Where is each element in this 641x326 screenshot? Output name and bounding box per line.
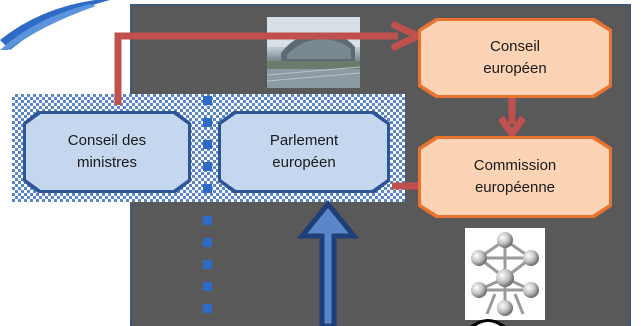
node-conseil-des-ministres: Conseil des ministres [23,111,191,193]
node-commission-line2: européenne [474,179,556,196]
node-conseil-europeen: Conseil européen [418,18,612,98]
node-parlement-line2: européen [272,154,336,171]
atomium-icon [465,228,545,320]
node-commission-line1: Commission [473,157,557,174]
dotted-separator [203,96,212,313]
circle-fragment [470,319,506,326]
node-commission-europeenne: Commission européenne [418,136,612,218]
node-conseil-des-ministres-line2: ministres [76,154,137,171]
node-conseil-europeen-line2: européen [483,60,547,77]
node-conseil-europeen-line1: Conseil [489,38,541,55]
node-parlement-line1: Parlement [269,132,339,149]
node-conseil-des-ministres-line1: Conseil des [67,132,147,149]
european-parliament-photo [267,17,360,88]
node-parlement-europeen: Parlement européen [218,111,390,193]
swoosh-decoration [0,0,110,50]
